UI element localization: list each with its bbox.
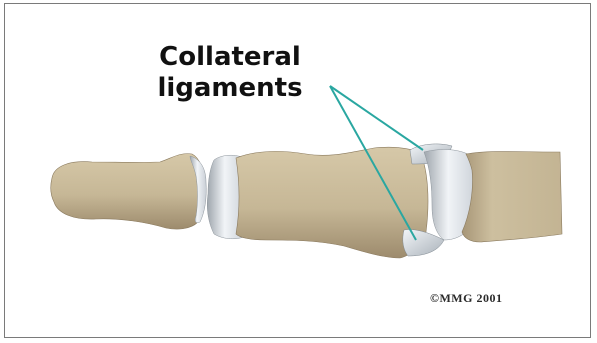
copyright-notice: ©MMG 2001 <box>430 291 502 306</box>
ligament-label-line2: ligaments <box>157 73 302 103</box>
distal-phalanx <box>51 154 204 230</box>
ligament-label-line1: Collateral <box>159 42 301 72</box>
middle-phalanx <box>236 147 428 258</box>
ligament-label: Collateral ligaments <box>0 42 460 103</box>
proximal-phalanx <box>462 152 562 243</box>
